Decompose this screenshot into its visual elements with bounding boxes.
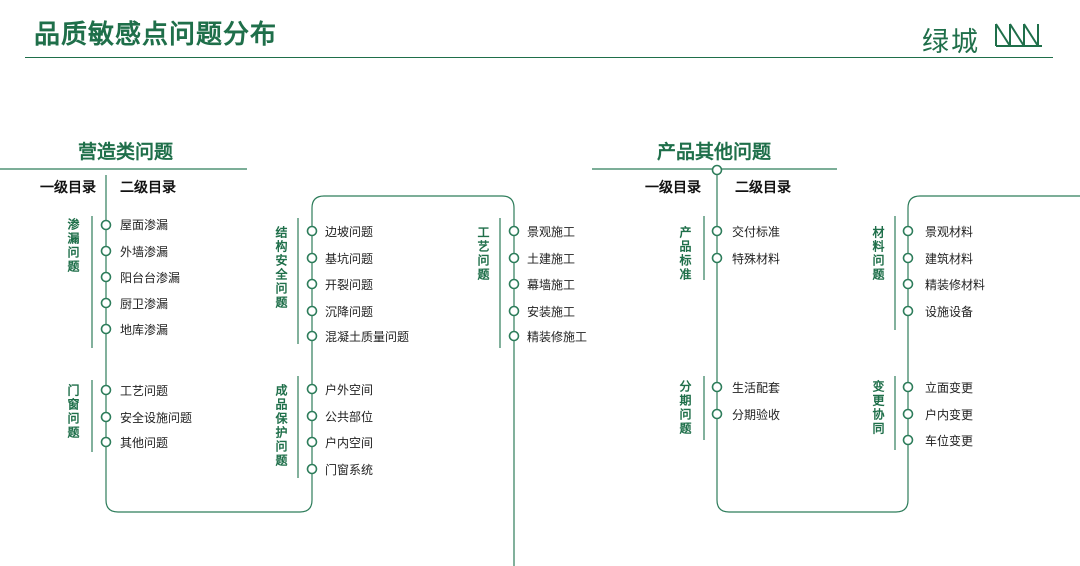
- node-circle-icon: [902, 381, 914, 393]
- node-circle-icon: [100, 411, 112, 423]
- list-item: 户内空间: [325, 436, 374, 450]
- list-item: 基坑问题: [325, 252, 374, 266]
- node-circle-icon: [306, 436, 318, 448]
- node-circle-icon: [306, 330, 318, 342]
- list-item: 屋面渗漏: [120, 218, 169, 232]
- node-circle-icon: [306, 305, 318, 317]
- right-level2-header: 二级目录: [735, 180, 791, 196]
- node-circle-icon: [100, 271, 112, 283]
- list-item: 工艺问题: [120, 384, 169, 398]
- right-section-title: 产品其他问题: [657, 141, 772, 163]
- list-item: 其他问题: [120, 436, 169, 450]
- node-circle-icon: [100, 245, 112, 257]
- list-item: 户内变更: [925, 408, 974, 422]
- list-item: 阳台台渗漏: [120, 271, 181, 285]
- list-item: 外墙渗漏: [120, 245, 169, 259]
- node-circle-icon: [100, 323, 112, 335]
- list-item: 开裂问题: [325, 278, 374, 292]
- brand-logo-text: 绿城: [922, 27, 980, 58]
- list-item: 交付标准: [732, 225, 781, 239]
- list-item: 建筑材料: [925, 252, 974, 266]
- category-doors-windows: 门窗问题: [66, 384, 80, 440]
- node-circle-icon: [306, 410, 318, 422]
- left-level2-header: 二级目录: [120, 180, 176, 196]
- node-circle-icon: [902, 225, 914, 237]
- node-circle-icon: [711, 225, 723, 237]
- category-leakage: 渗漏问题: [66, 218, 80, 274]
- node-circle-icon: [508, 225, 520, 237]
- category-finished-protection: 成品保护问题: [274, 384, 288, 468]
- list-item: 户外空间: [325, 383, 374, 397]
- node-circle-icon: [306, 278, 318, 290]
- list-item: 安全设施问题: [120, 411, 193, 425]
- list-item: 混凝土质量问题: [325, 330, 410, 344]
- list-item: 土建施工: [527, 252, 576, 266]
- list-item: 门窗系统: [325, 463, 374, 477]
- node-circle-icon: [306, 383, 318, 395]
- category-structural-safety: 结构安全问题: [274, 226, 288, 310]
- node-circle-icon: [100, 297, 112, 309]
- node-circle-icon: [306, 252, 318, 264]
- list-item: 景观施工: [527, 225, 576, 239]
- node-circle-icon: [711, 164, 723, 176]
- left-section-title: 营造类问题: [78, 141, 174, 163]
- left-level1-header: 一级目录: [40, 180, 96, 196]
- list-item: 景观材料: [925, 225, 974, 239]
- list-item: 安装施工: [527, 305, 576, 319]
- node-circle-icon: [100, 219, 112, 231]
- list-item: 设施设备: [925, 305, 974, 319]
- list-item: 生活配套: [732, 381, 781, 395]
- category-materials: 材料问题: [871, 226, 885, 282]
- list-item: 边坡问题: [325, 225, 374, 239]
- list-item: 特殊材料: [732, 252, 781, 266]
- list-item: 精装修材料: [925, 278, 986, 292]
- node-circle-icon: [508, 278, 520, 290]
- node-circle-icon: [100, 436, 112, 448]
- brand-logo-mark-icon: [995, 23, 1042, 47]
- node-circle-icon: [711, 381, 723, 393]
- header-divider: [25, 57, 1053, 58]
- node-circle-icon: [902, 434, 914, 446]
- category-change-coordination: 变更协同: [871, 380, 885, 436]
- list-item: 精装修施工: [527, 330, 588, 344]
- node-circle-icon: [508, 305, 520, 317]
- node-circle-icon: [306, 463, 318, 475]
- node-circle-icon: [100, 384, 112, 396]
- node-circle-icon: [902, 252, 914, 264]
- category-product-standard: 产品标准: [678, 226, 692, 282]
- category-craftsmanship: 工艺问题: [476, 226, 490, 282]
- page-title: 品质敏感点问题分布: [34, 20, 278, 50]
- list-item: 立面变更: [925, 381, 974, 395]
- node-circle-icon: [508, 252, 520, 264]
- category-phasing: 分期问题: [678, 380, 692, 436]
- node-circle-icon: [902, 278, 914, 290]
- list-item: 分期验收: [732, 408, 781, 422]
- list-item: 沉降问题: [325, 305, 374, 319]
- node-circle-icon: [508, 330, 520, 342]
- node-circle-icon: [306, 225, 318, 237]
- list-item: 公共部位: [325, 410, 374, 424]
- right-level1-header: 一级目录: [645, 180, 701, 196]
- list-item: 车位变更: [925, 434, 974, 448]
- node-circle-icon: [902, 408, 914, 420]
- list-item: 地库渗漏: [120, 323, 169, 337]
- node-circle-icon: [711, 252, 723, 264]
- node-circle-icon: [711, 408, 723, 420]
- node-circle-icon: [902, 305, 914, 317]
- list-item: 幕墙施工: [527, 278, 576, 292]
- list-item: 厨卫渗漏: [120, 297, 169, 311]
